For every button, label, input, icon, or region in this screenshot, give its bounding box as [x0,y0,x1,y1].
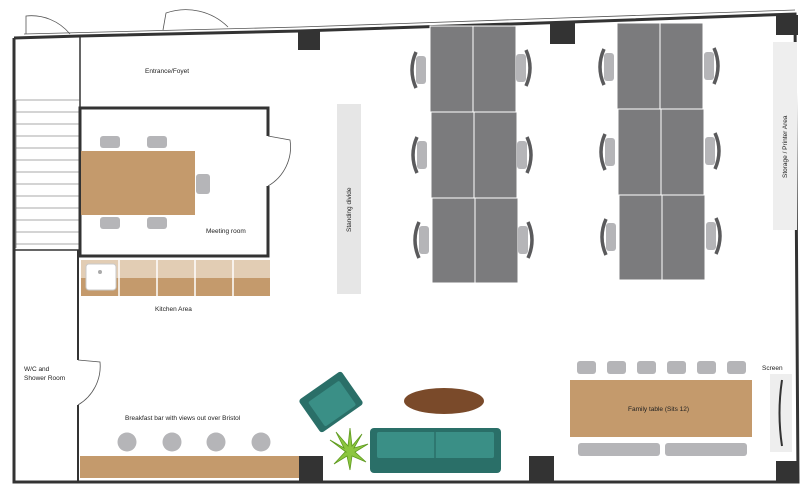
bar-stools [117,432,271,452]
breakfast-bar [80,456,299,478]
storage-area [773,42,797,230]
label-storage: Storage / Printer Area [782,115,789,178]
label-wc: W/C and [24,366,50,373]
stair-treads [15,99,80,248]
family-table [570,380,752,437]
label-entrance: Entrance/Foyet [145,68,189,75]
label-breakfast-bar: Breakfast bar with views out over Bristo… [125,415,241,422]
label-meeting-room: Meeting room [206,228,246,235]
coffee-table [404,388,484,414]
meeting-table [81,151,195,215]
desk-cluster-1 [429,25,519,284]
meeting-room-door [267,135,291,187]
entrance-doors [25,9,229,35]
meeting-chairs [100,136,210,229]
label-standing-divide: Standing divide [346,187,353,232]
kitchen-counter [81,260,270,296]
family-table-chairs [577,361,747,456]
label-screen: Screen [762,365,783,372]
meeting-room-walls [78,106,270,258]
top-window-line [23,9,796,35]
sofa [370,428,501,473]
armchair [299,371,363,433]
label-family-table: Family table (Sits 12) [628,406,689,413]
office-chairs [410,47,722,259]
pillars [298,15,798,482]
plant [329,427,369,471]
sink [85,263,117,291]
desk-cluster-2 [616,22,706,281]
screen [770,374,792,452]
label-kitchen: Kitchen Area [155,306,192,313]
outer-walls [12,12,800,484]
wc-door [77,359,101,406]
standing-divide [337,104,361,294]
staircase [14,36,81,251]
label-shower-room: Shower Room [24,375,65,382]
